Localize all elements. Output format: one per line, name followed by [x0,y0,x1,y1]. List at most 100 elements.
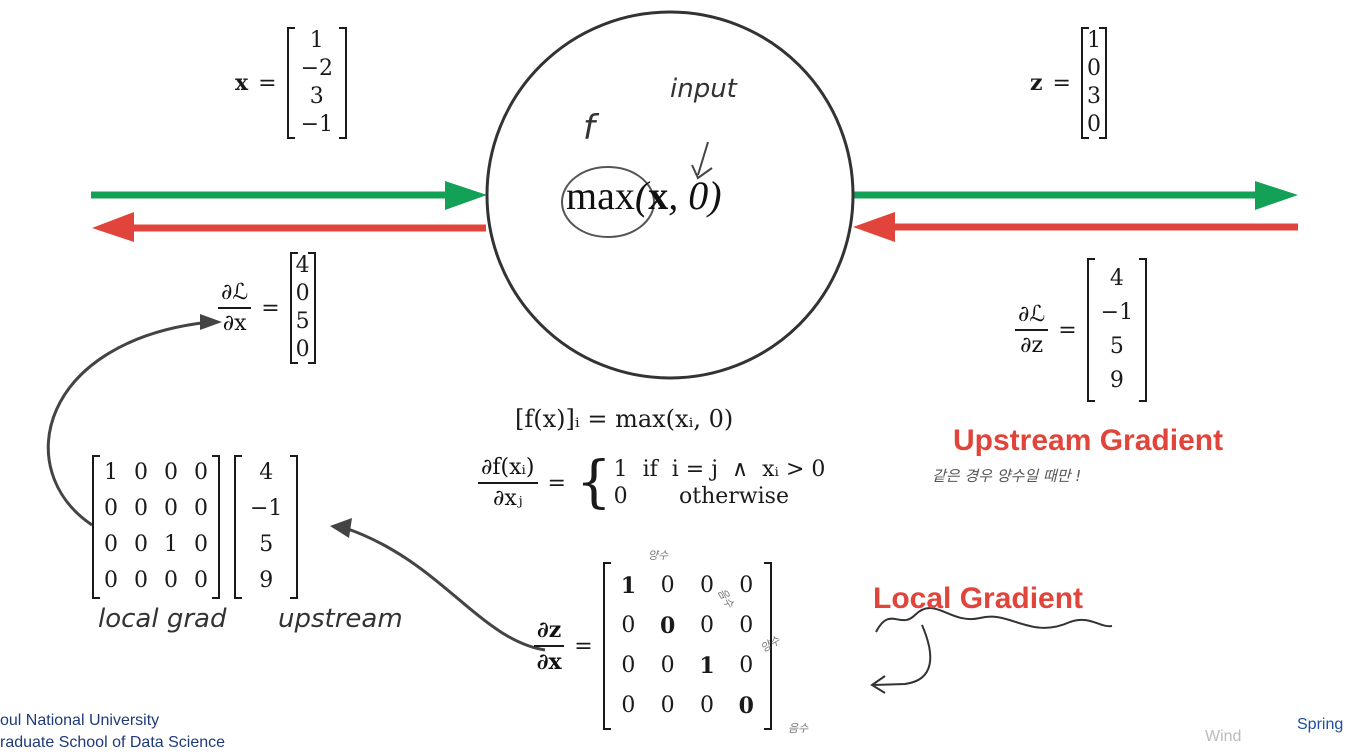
args-rest: , 0) [668,173,722,218]
fraction-denominator: ∂z [1020,333,1044,358]
fraction-denominator: ∂x [222,311,247,336]
forward-arrow-right [852,181,1298,210]
vector-cell: 1 [1086,28,1101,53]
equals-sign: = [1058,317,1077,343]
matrix-cell: 0 [699,573,714,598]
footer-university: oul National University [0,712,160,729]
vector-cell: 3 [309,84,324,109]
footer-institution: oul National University raduate School o… [0,710,225,754]
backward-arrow-left [92,212,486,242]
vector-cell: 0 [1086,112,1101,137]
upstream-vector: 4 −1 5 9 [1086,258,1148,402]
case-value: 1 [613,457,628,482]
matrix-cell: 0 [660,573,675,598]
matrix-cell: 0 [104,496,118,521]
matrix-cell: 0 [194,532,208,557]
downstream-vector: 4 0 5 0 [289,252,316,364]
fraction-numerator: ∂f(xᵢ) [478,455,538,484]
input-vector-group: x = 1 −2 3 −1 [235,27,348,139]
node-function: max(x, 0) [566,172,722,219]
footer-school: raduate School of Data Science [0,734,226,751]
matrix-cell: 1 [699,653,715,679]
vector-cell: 5 [295,309,310,334]
case-condition: if i = j ∧ xᵢ > 0 [642,457,826,482]
equals-sign: = [1052,70,1071,96]
matrix-cell: 0 [621,653,636,678]
downstream-fraction: ∂ℒ ∂x [218,280,252,336]
vector-cell: −1 [1100,300,1134,325]
vector-cell: 5 [1109,334,1124,359]
vector-cell: 0 [1086,56,1101,81]
matrix-cell: 0 [621,693,636,718]
fraction-numerator: ∂z [534,617,565,647]
annotation-input: input [670,74,737,104]
vector-cell: 4 [1109,266,1124,291]
handwritten-note: 같은 경우 양수일 때만 ! [932,467,1082,485]
handwritten-arrow-local [870,624,932,694]
matrix-cell: 0 [699,613,714,638]
equals-sign: = [258,70,277,96]
output-vector: 1 0 3 0 [1080,27,1107,139]
function-name: max [566,173,635,218]
relu-node-circle [485,10,855,380]
annotation-f: f [583,108,595,148]
handwritten-circle-max [561,166,655,238]
matrix-cell: 1 [104,460,118,485]
equals-sign: = [574,633,593,659]
vector-cell: 5 [259,532,274,557]
matrix-cell: 1 [620,573,636,599]
vector-cell: −2 [300,56,333,81]
upstream-gradient-title: Upstream Gradient [953,424,1224,457]
vector-cell: 0 [295,337,310,362]
args-x: x [648,173,669,218]
product-upstream-vector: 4 −1 5 9 [234,455,299,599]
cases-table: 1 if i = j ∧ xᵢ > 0 0 otherwise [612,456,827,510]
matrix-cell: 0 [660,693,675,718]
equals-sign: = [547,470,566,496]
vector-cell: 4 [259,460,274,485]
backward-arrow-right [853,212,1298,242]
matrix-cell: 0 [194,496,208,521]
fraction-numerator: ∂ℒ [218,280,252,309]
matrix-cell: 0 [194,460,208,485]
matrix-cell: 0 [660,613,676,639]
matrix-cell: 0 [134,496,148,521]
curve-arrow-to-downstream [46,320,211,527]
fraction-denominator: ∂x [536,649,562,675]
input-vector: 1 −2 3 −1 [286,27,348,139]
squiggle-underline [875,607,1113,633]
footer-semester: Spring [1297,716,1344,733]
brace: { [575,450,612,515]
relu-definition: [f(x)]ᵢ = max(xᵢ, 0) [515,405,734,433]
forward-arrow-left [91,181,487,210]
vector-cell: −1 [300,112,333,137]
matrix-cell: 0 [104,568,118,593]
handwritten-arrow-input [691,141,713,180]
vector-cell: 3 [1086,84,1101,109]
matrix-cell: 0 [738,693,754,719]
matrix-cell: 0 [104,532,118,557]
local-fraction: ∂z ∂x [534,617,565,675]
downstream-gradient-group: ∂ℒ ∂x = 4 0 5 0 [218,252,316,364]
vector-cell: 9 [1109,368,1124,393]
matrix-cell: 0 [739,573,754,598]
matrix-cell: 0 [164,568,178,593]
equals-sign: = [261,295,280,321]
upstream-fraction: ∂ℒ ∂z [1015,302,1049,358]
matrix-cell: 0 [739,653,754,678]
local-gradient-title: Local Gradient [873,582,1084,615]
windows-watermark: Wind [1205,728,1242,745]
matrix-cell: 0 [194,568,208,593]
vector-cell: 0 [295,281,310,306]
matrix-cell: 0 [739,613,754,638]
matrix-cell: 0 [660,653,675,678]
fraction-numerator: ∂ℒ [1015,302,1049,331]
args-open: ( [634,173,649,218]
vector-cell: 1 [309,28,324,53]
input-label: x [235,70,249,96]
matrix-cell: 0 [134,568,148,593]
vector-cell: 4 [295,253,310,278]
